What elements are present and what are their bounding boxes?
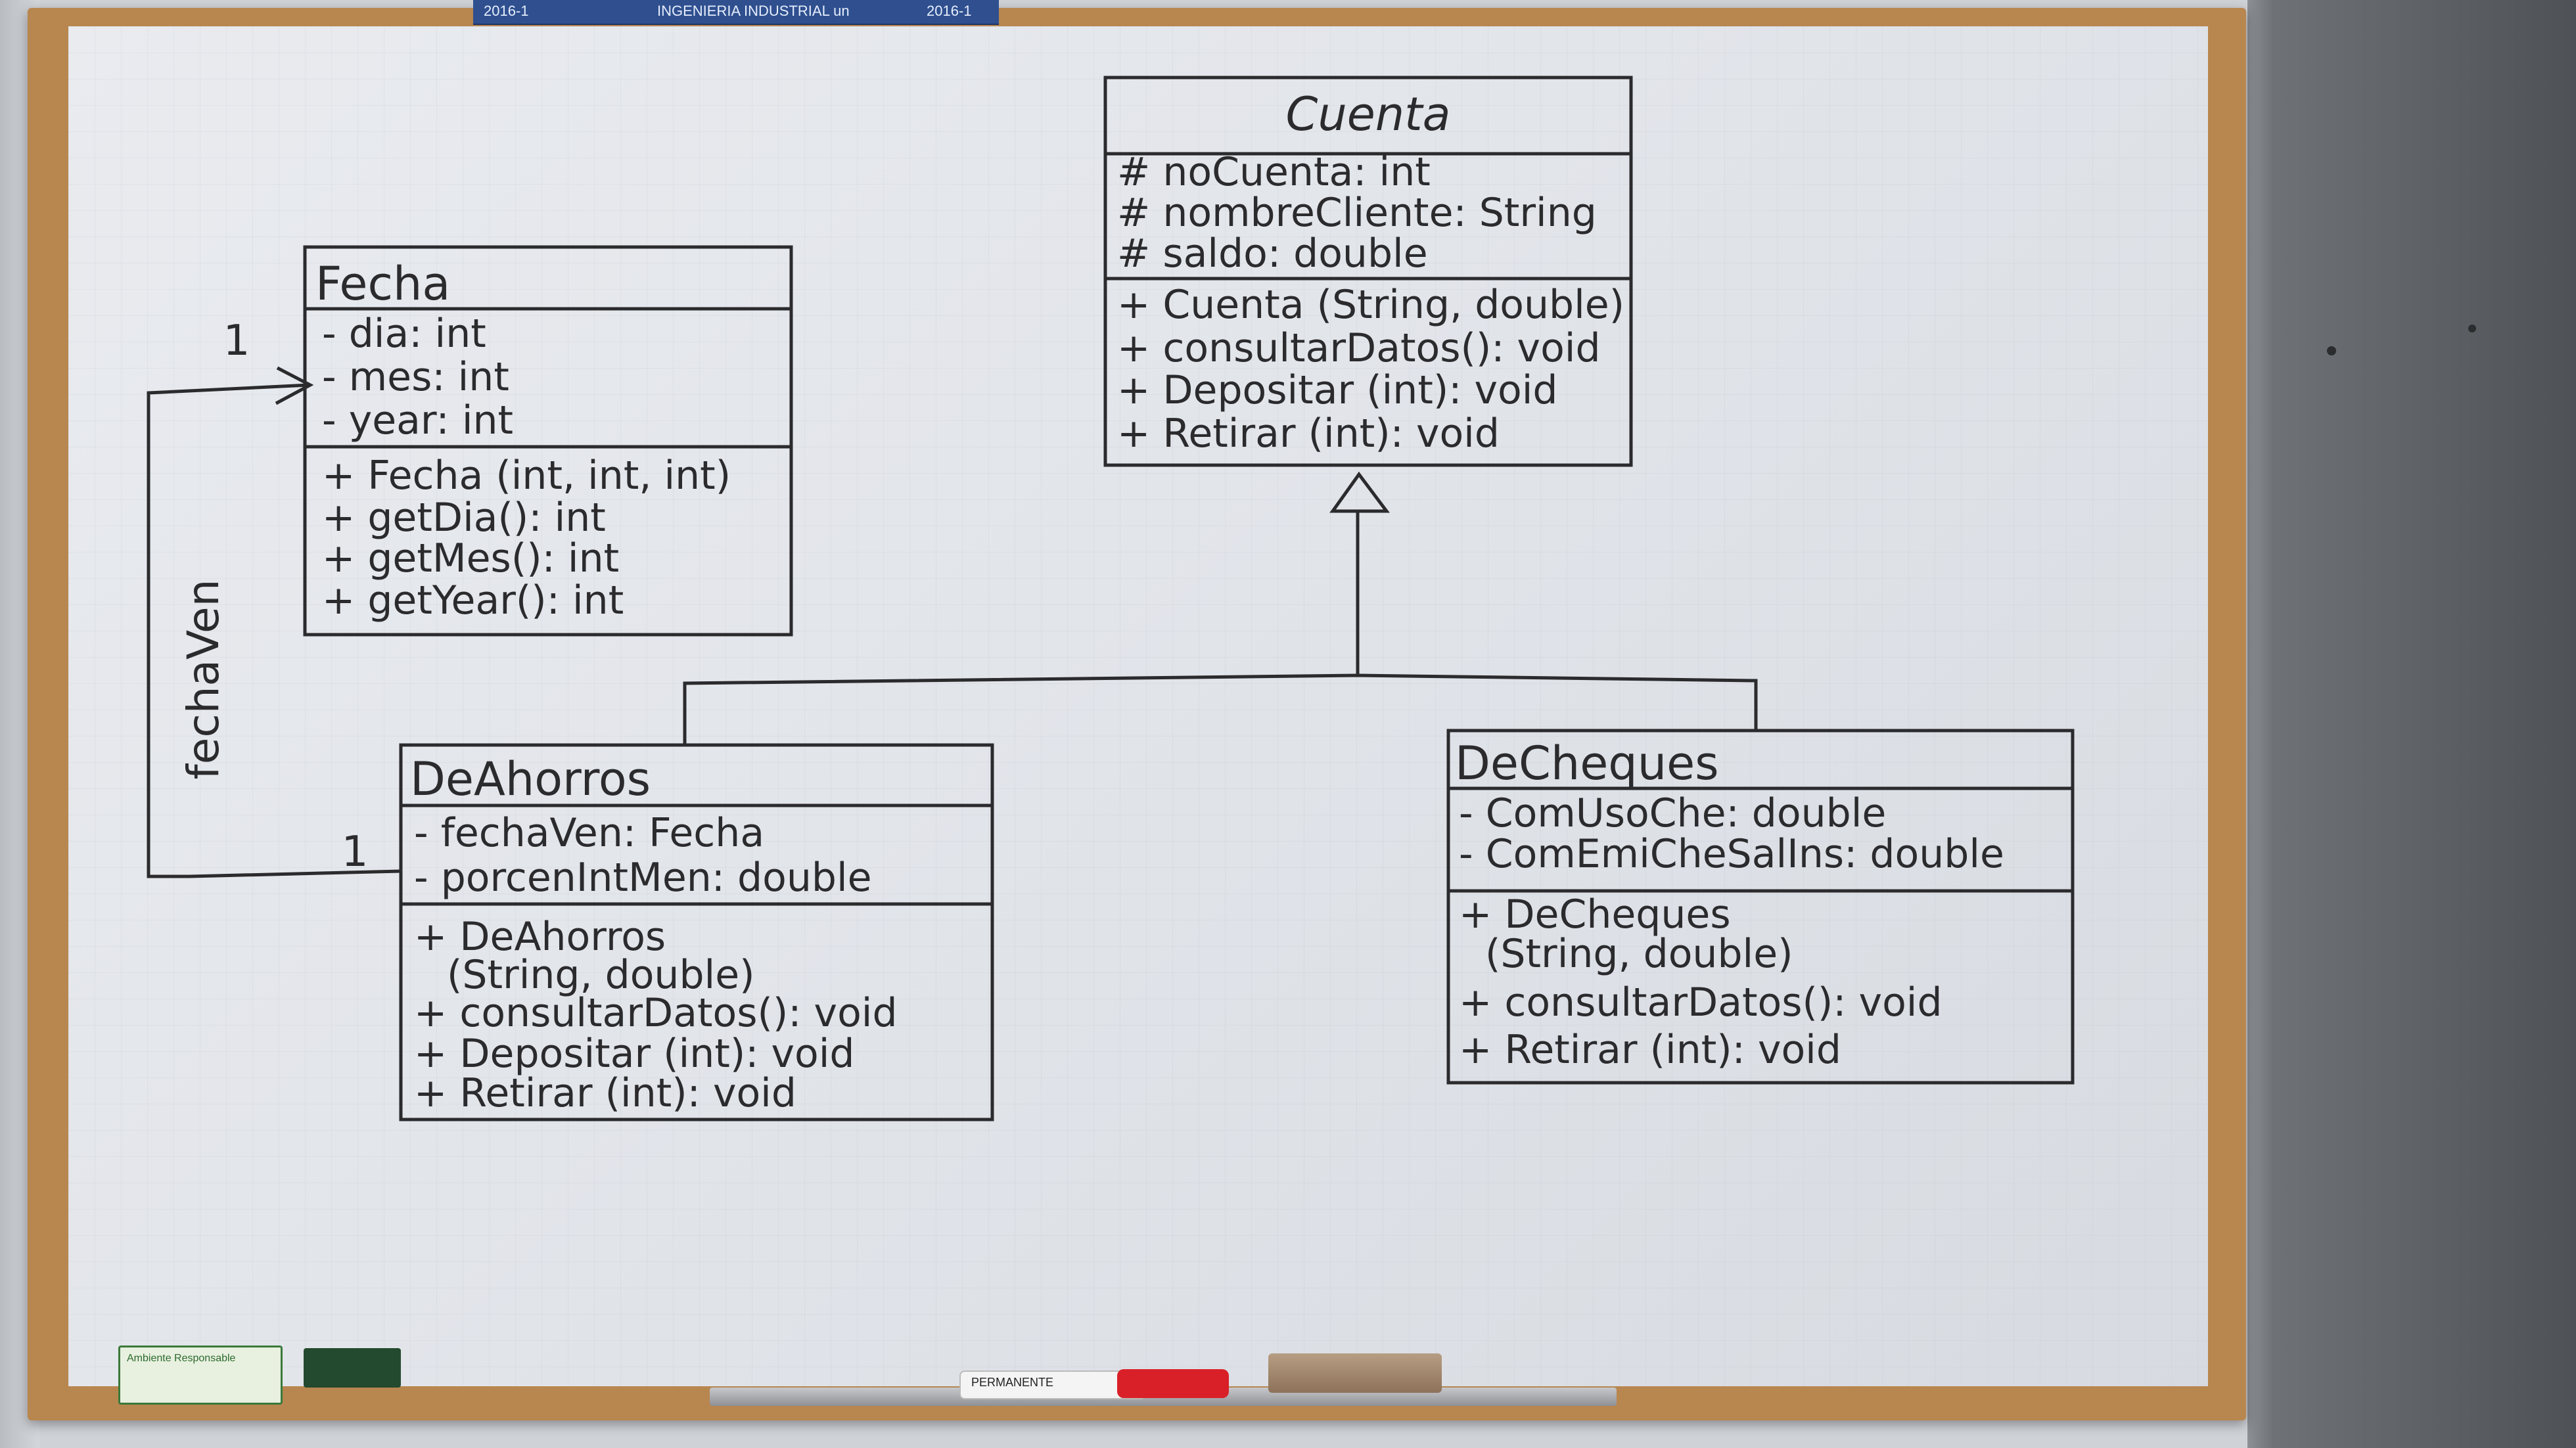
fecha-method-4: + getYear(): int xyxy=(322,577,624,623)
decheques-method-1b: (String, double) xyxy=(1485,931,1793,977)
fecha-attr-2: - mes: int xyxy=(322,354,509,400)
class-decheques-box xyxy=(1446,729,2075,1085)
deahorros-attr-1: - fechaVen: Fecha xyxy=(414,810,764,856)
cuenta-method-2: + consultarDatos(): void xyxy=(1117,325,1601,371)
generalization xyxy=(683,471,1758,745)
class-cuenta[interactable]: Cuenta # noCuenta: int # nombreCliente: … xyxy=(1103,76,1633,467)
fecha-attr-1: - dia: int xyxy=(322,311,486,357)
class-deahorros-box xyxy=(399,743,994,1121)
top-label-mid: INGENIERIA INDUSTRIAL un xyxy=(657,3,850,19)
whiteboard-surface xyxy=(68,26,2208,1386)
inheritance-branch-line xyxy=(683,673,1758,745)
association-role-label: fechaVen xyxy=(178,579,229,780)
multiplicity-deahorros: 1 xyxy=(342,828,369,876)
class-deahorros-name: DeAhorros xyxy=(410,752,651,806)
decheques-method-3: + Retirar (int): void xyxy=(1459,1027,1841,1073)
decheques-method-1: + DeCheques xyxy=(1459,892,1731,938)
wall-screw-icon xyxy=(2327,346,2336,355)
marker-icon[interactable] xyxy=(959,1370,1146,1399)
wall-right xyxy=(2247,0,2576,1448)
deahorros-method-2: + consultarDatos(): void xyxy=(414,990,898,1036)
decheques-attr-2: - ComEmiCheSalIns: double xyxy=(1459,831,2004,877)
class-decheques-name: DeCheques xyxy=(1455,736,1719,790)
deahorros-method-1: + DeAhorros xyxy=(414,914,666,960)
multiplicity-fecha: 1 xyxy=(223,317,250,365)
cuenta-attr-1: # noCuenta: int xyxy=(1117,149,1431,195)
board-top-label: 2016-1 INGENIERIA INDUSTRIAL un 2016-1 xyxy=(473,0,999,25)
marker-cap-icon[interactable] xyxy=(1117,1369,1229,1398)
fecha-attr-3: - year: int xyxy=(322,397,513,443)
class-decheques[interactable]: DeCheques - ComUsoChe: double - ComEmiCh… xyxy=(1446,729,2075,1085)
wall-screw-icon xyxy=(2468,325,2476,332)
deahorros-method-1b: (String, double) xyxy=(447,952,755,998)
class-fecha[interactable]: Fecha - dia: int - mes: int - year: int … xyxy=(303,245,793,637)
fecha-method-1: + Fecha (int, int, int) xyxy=(322,453,731,499)
cuenta-method-4: + Retirar (int): void xyxy=(1117,411,1500,457)
deahorros-attr-2: - porcenIntMen: double xyxy=(414,855,872,901)
top-label-left: 2016-1 xyxy=(484,3,529,19)
decheques-method-2: + consultarDatos(): void xyxy=(1459,980,1943,1026)
class-cuenta-name: Cuenta xyxy=(1285,87,1450,141)
top-label-right: 2016-1 xyxy=(927,3,972,19)
class-deahorros[interactable]: DeAhorros - fechaVen: Fecha - porcenIntM… xyxy=(399,743,994,1121)
association-fechaven: 1 1 fechaVen xyxy=(147,317,402,878)
class-cuenta-box xyxy=(1103,76,1633,467)
fecha-method-2: + getDia(): int xyxy=(322,495,606,541)
cuenta-method-3: + Depositar (int): void xyxy=(1117,367,1558,413)
association-line xyxy=(147,383,402,878)
eraser-icon[interactable] xyxy=(1268,1353,1442,1393)
decheques-attr-1: - ComUsoChe: double xyxy=(1459,790,1886,836)
class-fecha-name: Fecha xyxy=(315,257,450,311)
whiteboard-frame xyxy=(28,8,2246,1420)
association-arrowhead-icon xyxy=(275,366,314,405)
eco-sticker: Ambiente Responsable xyxy=(118,1346,283,1405)
cuenta-method-1: + Cuenta (String, double) xyxy=(1117,282,1624,328)
class-fecha-box xyxy=(303,245,793,637)
fecha-method-3: + getMes(): int xyxy=(322,535,619,581)
deahorros-method-4: + Retirar (int): void xyxy=(414,1070,796,1116)
cuenta-attr-2: # nombreCliente: String xyxy=(1117,190,1597,236)
cuenta-attr-3: # saldo: double xyxy=(1117,231,1428,277)
eco-sticker-text: Ambiente Responsable xyxy=(127,1353,236,1364)
marker-label: PERMANENTE xyxy=(971,1376,1054,1389)
inheritance-triangle-icon xyxy=(1329,471,1390,513)
fsc-sticker xyxy=(304,1348,401,1388)
deahorros-method-3: + Depositar (int): void xyxy=(414,1031,855,1077)
